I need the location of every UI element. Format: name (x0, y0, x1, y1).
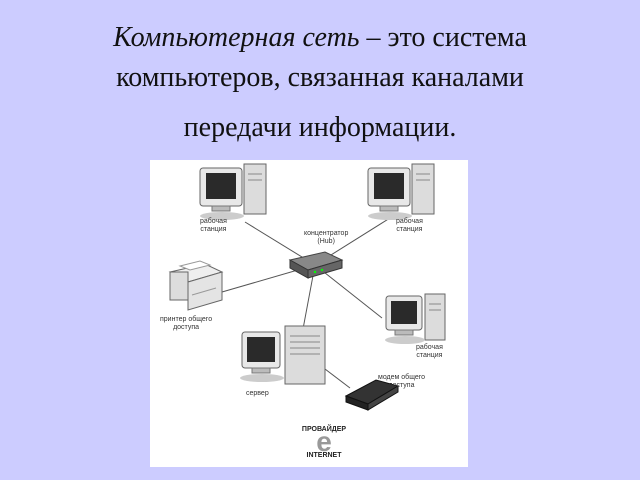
label-printer: принтер общего доступа (160, 316, 213, 331)
workstation-top-left-icon (199, 163, 267, 220)
title-line-2: компьютеров, связанная каналами (116, 62, 524, 93)
internet-logo-icon: e (316, 426, 332, 457)
network-diagram: e рабочая станция рабочая станция концен… (150, 160, 468, 467)
slide-title: Компьютерная сеть – это система компьюте… (0, 18, 640, 148)
title-line-3: передачи информации. (183, 112, 457, 143)
label-ws-top-right: рабочая станция (396, 218, 423, 233)
label-internet: INTERNET (306, 452, 342, 459)
label-server: сервер (246, 390, 269, 397)
label-hub: концентратор (Hub) (304, 230, 349, 245)
hub-icon (288, 251, 344, 279)
server-icon (240, 325, 326, 385)
workstation-right-icon (385, 293, 446, 344)
link-ws-right (314, 264, 383, 319)
label-modem: модем общего доступа (378, 374, 426, 389)
network-graphic: e (168, 163, 446, 457)
modem-icon (344, 379, 400, 411)
title-rest: – это система (359, 22, 527, 53)
svg-text:e: e (316, 426, 332, 457)
label-ws-top-left: рабочая станция (200, 218, 227, 233)
label-ws-right: рабочая станция (416, 344, 443, 359)
workstation-top-right-icon (367, 163, 435, 220)
printer-icon (168, 260, 224, 311)
term: Компьютерная сеть (113, 22, 360, 53)
label-provider: ПРОВАЙДЕР (301, 426, 347, 433)
